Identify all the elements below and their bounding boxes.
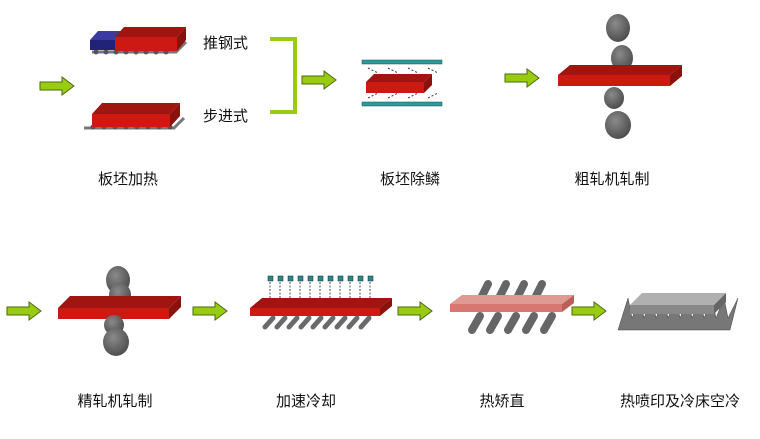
flow-arrow xyxy=(571,301,607,321)
step-label-roughing: 粗轧机轧制 xyxy=(574,170,650,188)
step-label-descaling: 板坯除鳞 xyxy=(379,170,441,188)
bracket xyxy=(270,37,297,114)
step-label-cooling: 加速冷却 xyxy=(275,392,337,410)
pusher-furnace-label: 推钢式 xyxy=(203,34,249,52)
cooling-bed xyxy=(617,293,739,331)
walking-beam-furnace-slab xyxy=(84,103,186,130)
finishing-mill xyxy=(58,266,181,356)
flow-arrow xyxy=(397,301,433,321)
step-label-leveling: 热矫直 xyxy=(479,392,525,410)
flow-arrow xyxy=(192,301,228,321)
roughing-mill xyxy=(558,14,682,139)
walking-beam-furnace-label: 步进式 xyxy=(203,107,249,125)
flow-arrow xyxy=(504,68,540,88)
step-label-cooling-bed: 热喷印及冷床空冷 xyxy=(619,392,741,410)
pusher-furnace-slab xyxy=(90,27,188,55)
flow-arrow xyxy=(6,301,42,321)
hot-leveler xyxy=(450,280,574,334)
flow-arrow xyxy=(301,70,337,90)
step-label-finishing: 精轧机轧制 xyxy=(77,392,153,410)
cooling-unit xyxy=(250,275,392,330)
flow-arrow xyxy=(39,76,75,96)
step-label-slab-heating: 板坯加热 xyxy=(97,170,159,188)
descaling-unit xyxy=(361,59,443,107)
